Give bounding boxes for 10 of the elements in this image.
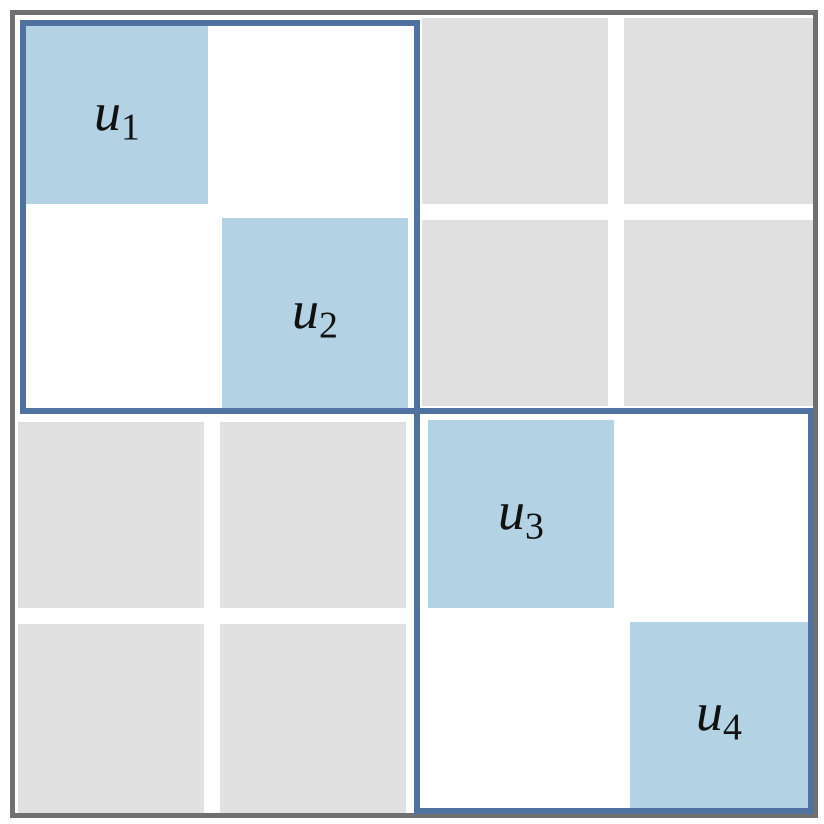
block-outline <box>414 408 814 814</box>
cell-label: u$_{4}$ <box>696 680 742 750</box>
cell-label: u$_{3}$ <box>498 480 544 548</box>
diagonal-cell <box>428 420 614 608</box>
diagonal-cell <box>222 218 408 408</box>
block-outline <box>20 20 420 414</box>
diagonal-cell <box>630 622 808 808</box>
cell-label: u$_{2}$ <box>292 278 338 348</box>
cell-label: u$_{1}$ <box>94 80 140 150</box>
diagonal-cell <box>26 26 208 204</box>
